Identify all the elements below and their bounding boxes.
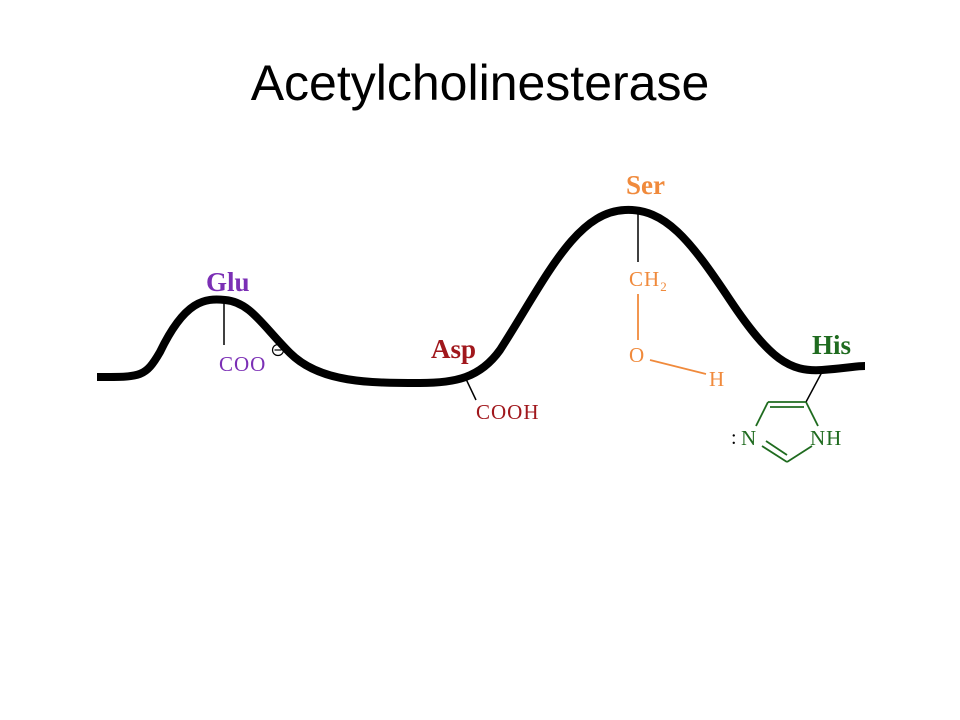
page-title: Acetylcholinesterase [250,55,710,111]
his-nitrogen: N [741,426,757,450]
minus-circle-icon [271,343,285,357]
ser-methylene: CH2 [629,267,668,294]
ser-label: Ser [626,170,665,200]
protein-backbone [96,205,866,387]
asp-bond [465,378,477,401]
his-nh: NH [810,426,842,450]
glu-label: Glu [206,267,250,297]
his-lone-pair: : [731,427,737,449]
glu-carboxylate: COO [219,352,266,376]
ser-hydrogen: H [709,367,725,391]
his-residue: His : N NH [731,330,851,463]
asp-carboxylic-acid: COOH [476,400,540,424]
asp-residue: Asp COOH [431,334,540,424]
imidazole-ring [755,401,819,463]
asp-label: Asp [431,334,476,364]
ser-oxygen: O [629,343,645,367]
his-label: His [812,330,851,360]
ser-bond-o-h [649,359,707,375]
glu-residue: Glu COO [206,267,285,376]
his-bond-backbone [805,371,823,403]
ser-residue: Ser CH2 O H [626,170,725,391]
